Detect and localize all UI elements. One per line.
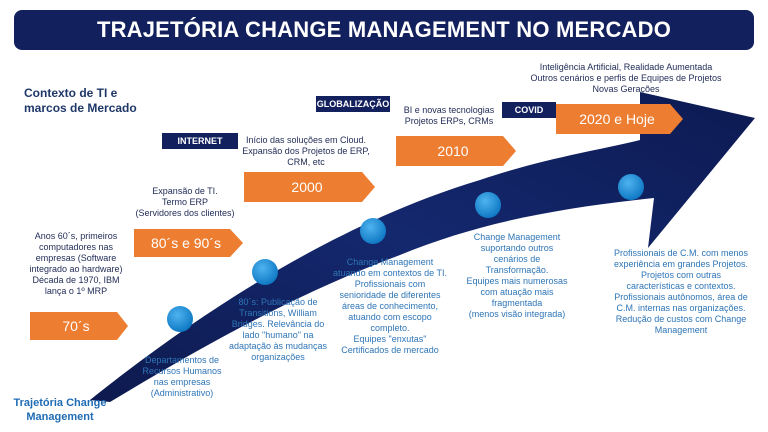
tag-globalizacao: GLOBALIZAÇÃO [316, 96, 390, 112]
milestone-dot-1 [167, 306, 193, 332]
milestone-dot-5 [618, 174, 644, 200]
context-text-2000: Início das soluções em Cloud. Expansão d… [242, 135, 370, 167]
step-chevron-70s [30, 312, 128, 340]
trajectory-label: Trajetória Change Management [13, 397, 107, 423]
context-text-80s: Expansão de TI. Termo ERP (Servidores do… [135, 186, 235, 218]
step-chevron-2010 [396, 136, 516, 166]
cm-text-4: Change Management suportando outros cená… [466, 232, 568, 319]
step-label-2000: 2000 [291, 179, 323, 195]
tag-covid: COVID [502, 102, 556, 118]
step-label-2020: 2020 e Hoje [579, 111, 655, 127]
cm-text-1: Departamentos de Recursos Humanos nas em… [142, 355, 222, 398]
title-bar: TRAJETÓRIA CHANGE MANAGEMENT NO MERCADO [14, 10, 754, 50]
step-label-70s: 70´s [62, 318, 90, 334]
step-label-2010: 2010 [437, 143, 469, 159]
step-chevron-2020 [556, 104, 683, 134]
page-title: TRAJETÓRIA CHANGE MANAGEMENT NO MERCADO [96, 17, 672, 42]
context-text-2010: BI e novas tecnologias Projetos ERPs, CR… [403, 105, 495, 126]
tag-internet: INTERNET [162, 133, 238, 149]
milestone-dot-3 [360, 218, 386, 244]
step-chevron-80s-90s [134, 229, 243, 257]
context-text-70s: Anos 60´s, primeiros computadores nas em… [29, 231, 123, 296]
step-chevron-2000 [244, 172, 375, 202]
cm-text-3: Change Management atuando em contextos d… [333, 257, 447, 355]
context-label: Contexto de TI e marcos de Mercado [24, 86, 137, 115]
context-text-2020: Inteligência Artificial, Realidade Aumen… [530, 62, 722, 94]
cm-text-2: 80´s: Publicação de Transitions, William… [228, 297, 328, 362]
milestone-dot-2 [252, 259, 278, 285]
cm-text-5: Profissionais de C.M. com menos experiên… [613, 248, 749, 335]
milestone-dot-4 [475, 192, 501, 218]
trajectory-arrow [90, 92, 755, 402]
step-label-80s-90s: 80´s e 90´s [150, 235, 222, 251]
